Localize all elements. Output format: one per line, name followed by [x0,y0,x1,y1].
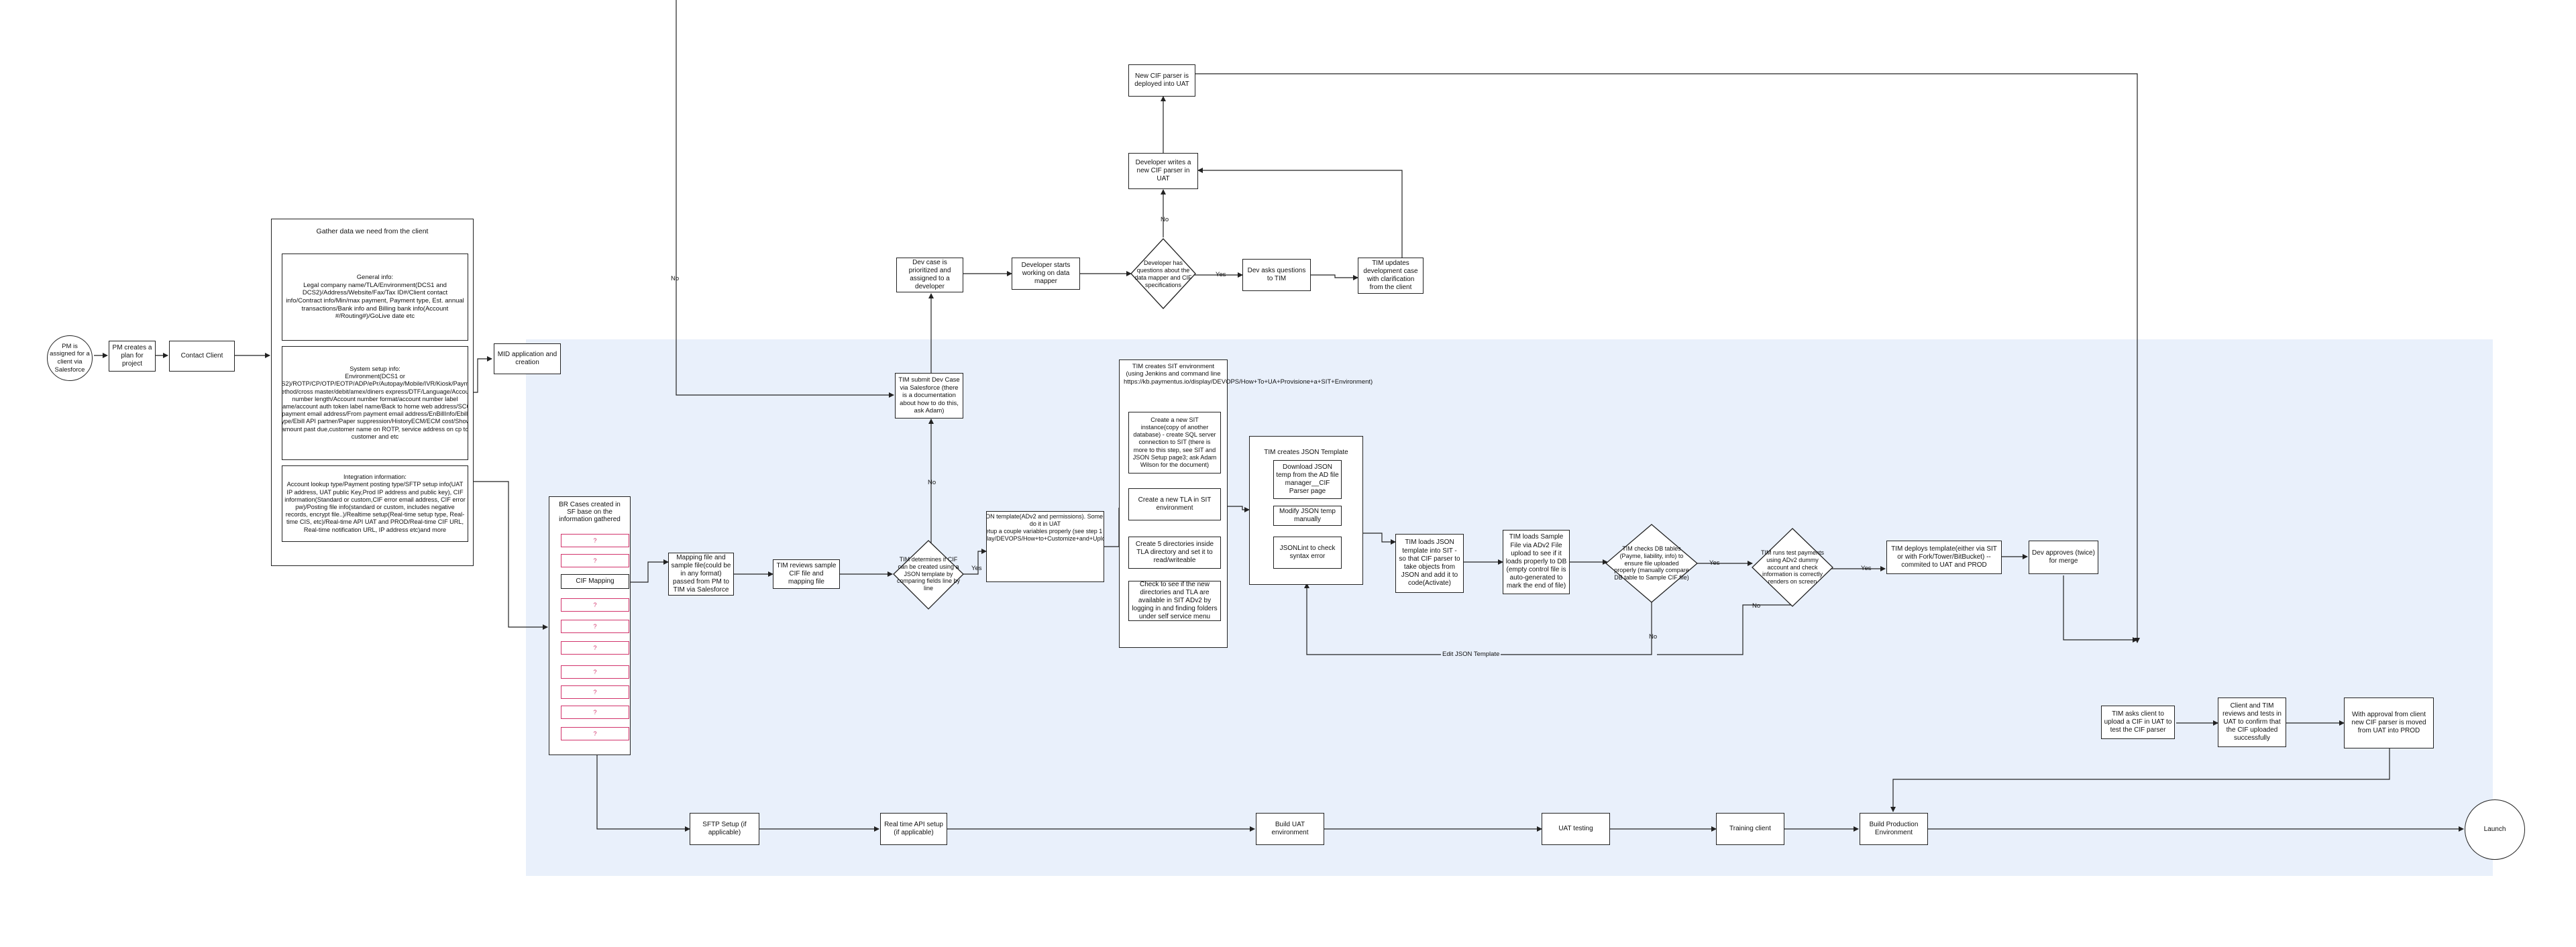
mapping-file-node: Mapping file and sample file(could be in… [668,553,734,596]
edge-yes-to-enable [963,549,987,575]
br-item-5: ? [561,641,629,655]
edge-approval-to-prod [1890,748,2390,812]
dev-questions-label: Developer has questions about the data m… [1134,260,1192,288]
tim-loads-json-node: TIM loads JSON template into SIT - so th… [1395,534,1464,593]
edge-top-no-to-submit [676,0,894,398]
br-item-1: ? [561,534,629,547]
br-item-3: ? [561,598,629,612]
tim-loads-sample-node: TIM loads Sample File via ADv2 File uplo… [1503,530,1570,594]
json-modify-node: Modify JSON temp manually [1273,506,1342,526]
br-item-4: ? [561,620,629,633]
system-setup-node: System setup info: Environment(DCS1 or D… [282,346,468,460]
build-production-node: Build Production Environment [1860,813,1928,845]
sit-create-instance-node: Create a new SIT instance(copy of anothe… [1128,412,1221,474]
edge-label-no-check: No [1649,633,1658,640]
edge-gather-to-br [470,481,548,630]
edge-label-yes-deploy: Yes [1861,565,1872,572]
general-info-node: General info: Legal company name/TLA/Env… [282,254,468,341]
tim-reviews-node: TIM reviews sample CIF file and mapping … [773,559,840,589]
json-template-title: TIM creates JSON Template [1264,449,1348,456]
tim-checks-db-label: TIM checks DB tables (Payme, liability, … [1614,545,1689,581]
tim-determines-label: TIM determines if CIF can be created usi… [896,556,961,592]
tim-updates-node: TIM updates development case with clarif… [1358,258,1424,294]
decision-json-template-diamond [893,540,964,610]
edge-deployed-to-client-test [1195,73,2140,643]
launch-node: Launch [2465,799,2525,860]
edge-label-no-submit: No [928,479,936,486]
uat-testing-node: UAT testing [1542,813,1610,845]
integration-info-node: Integration information: Account lookup … [282,465,468,542]
tim-deploys-node: TIM deploys template(either via SIT or w… [1886,541,2002,574]
sftp-setup-node: SFTP Setup (if applicable) [690,813,759,845]
br-cases-title: BR Cases created in SF base on the infor… [559,501,621,523]
edge-br-to-sftp [596,755,690,832]
decision-test-payment-diamond [1752,528,1833,607]
dev-writes-node: Developer writes a new CIF parser in UAT [1128,153,1198,189]
edge-label-yes-enable: Yes [971,565,982,572]
edge-br-to-mapping [631,559,669,583]
build-uat-node: Build UAT environment [1256,813,1324,845]
edge-label-yes-runs: Yes [1709,559,1720,567]
edge-check-no-to-json [1304,583,1652,655]
realtime-api-node: Real time API setup (if applicable) [880,813,947,845]
dev-approves-node: Dev approves (twice) for merge [2029,541,2098,574]
br-item-2: ? [561,554,629,567]
tim-runs-test-label: TIM runs test payments using ADv2 dummy … [1760,549,1825,586]
sit-create-directories-node: Create 5 directories inside TLA director… [1128,537,1221,569]
edge-approve-to-client [2063,575,2138,643]
edge-label-no-top: No [671,275,680,282]
edge-label-no-writes: No [1161,216,1169,223]
pm-assigned-node: PM is assigned for a client via Salesfor… [47,335,93,381]
br-item-7: ? [561,685,629,699]
mid-application-node: MID application and creation [494,343,561,374]
tim-asks-client-node: TIM asks client to upload a CIF in UAT t… [2101,706,2175,739]
edge-asks-to-updates [1311,274,1358,280]
br-item-9: ? [561,727,629,740]
json-lint-node: JSONLint to check syntax error [1273,537,1342,569]
decision-db-check-diamond [1605,524,1699,603]
edge-json-to-load [1363,533,1396,545]
decision-dev-questions-diamond [1130,238,1196,309]
edge-enable-to-sit [1104,508,1120,547]
edge-label-edit-json: Edit JSON Template [1441,651,1501,658]
edge-sit-to-json [1228,506,1250,512]
edge-label-no-runs: No [1752,602,1761,610]
dev-starts-node: Developer starts working on data mapper [1012,258,1080,290]
br-item-6: ? [561,665,629,679]
edge-runs-no-to-json [1657,597,1793,655]
edge-updates-to-writes [1197,168,1403,258]
swimlane-background [526,339,2493,876]
json-download-node: Download JSON temp from the AD file mana… [1273,460,1342,499]
pm-plan-node: PM creates a plan for project [109,341,156,372]
sit-create-tla-node: Create a new TLA in SIT environment [1128,488,1221,520]
new-parser-deployed-node: New CIF parser is deployed into UAT [1128,64,1195,97]
dev-prioritized-node: Dev case is prioritized and assigned to … [896,258,963,292]
dev-asks-node: Dev asks questions to TIM [1242,259,1311,291]
contact-client-node: Contact Client [169,341,235,372]
sit-check-directories-node: Check to see if the new directories and … [1128,581,1221,621]
cif-mapping-node: CIF Mapping [561,574,629,589]
tim-submit-dev-node: TIM submit Dev Case via Salesforce (ther… [895,373,963,419]
edge-label-yes-asks: Yes [1216,271,1226,278]
tim-enables-sit-node: TIM enables SIT to use JSON template(ADv… [986,511,1104,582]
approval-move-prod-node: With approval from client new CIF parser… [2344,698,2434,748]
sit-environment-title: TIM creates SIT environment (using Jenki… [1124,363,1373,386]
br-item-8: ? [561,706,629,719]
training-client-node: Training client [1716,813,1784,845]
edge-gather-to-mid [470,356,492,393]
gather-data-title: Gather data we need from the client [316,227,429,235]
client-tim-reviews-node: Client and TIM reviews and tests in UAT … [2218,698,2286,747]
